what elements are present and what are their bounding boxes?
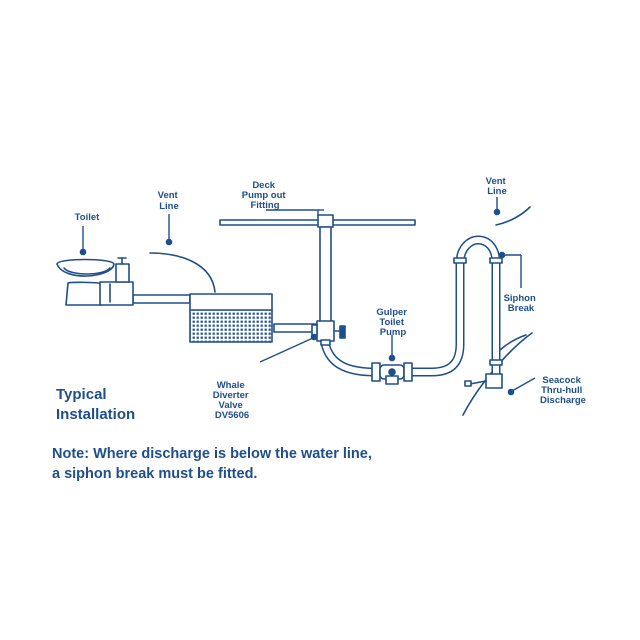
- discharge-hose-inner: [322, 237, 499, 377]
- leader-seacock: [511, 377, 536, 392]
- siphon-note-line: Note: Where discharge is below the water…: [52, 446, 372, 462]
- label-gulper-toilet-pump: Gulper Toilet Pump: [376, 307, 409, 338]
- installation-title-line: Installation: [56, 406, 136, 423]
- siphon-note: Note: Where discharge is below the water…: [52, 444, 372, 484]
- hull-line-inner: [499, 334, 527, 351]
- label-whale-diverter-valve: Whale Diverter Valve DV5606: [213, 380, 252, 421]
- gulper-toilet-pump: [371, 362, 413, 385]
- pipe-deck-pump-out: [319, 226, 332, 323]
- holding-tank-top: [189, 293, 273, 311]
- label-toilet: Toilet: [75, 212, 100, 223]
- label-vent-line-right: Vent Line: [486, 176, 509, 197]
- installation-title: Typical Installation: [56, 385, 135, 425]
- siphon-note-line: a siphon break must be fitted.: [52, 466, 258, 482]
- hull-line-upper: [495, 206, 531, 226]
- seacock: [464, 373, 503, 389]
- installation-title-line: Typical: [56, 386, 107, 403]
- label-deck-pump-out-fitting: Deck Pump out Fitting: [242, 180, 288, 211]
- hose-clamp-lower: [489, 359, 503, 366]
- leader-whale-valve: [259, 337, 314, 363]
- label-vent-line-left: Vent Line: [158, 190, 181, 212]
- discharge-hose-outer: [320, 235, 501, 379]
- holding-tank: [189, 309, 273, 343]
- whale-diverter-valve: [311, 320, 346, 346]
- siphon-break-clamp-right: [489, 257, 503, 264]
- label-siphon-break: Siphon Break: [504, 293, 539, 314]
- deck-pump-out-fitting: [317, 214, 334, 228]
- label-seacock-discharge: Seacock Thru-hull Discharge: [540, 375, 586, 406]
- toilet: [56, 257, 134, 306]
- siphon-break-clamp-left: [453, 257, 467, 264]
- vent-line-left-hose: [149, 252, 216, 293]
- pipe-toilet-to-tank: [132, 294, 191, 304]
